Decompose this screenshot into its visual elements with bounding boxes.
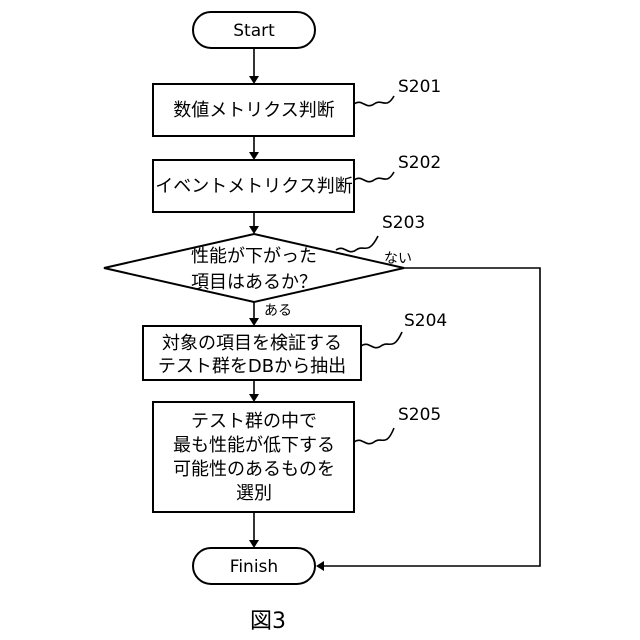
s204-callout: S204 [361, 311, 447, 348]
decision-s203: 性能が下がった 項目はあるか？ [104, 234, 404, 302]
start-terminal: Start [193, 12, 315, 48]
s203-no-label: ない [384, 251, 412, 267]
arrow-s205-to-finish [249, 512, 259, 548]
process-s201: 数値メトリクス判断 [153, 84, 354, 136]
arrow-start-to-s201 [249, 48, 259, 84]
start-label: Start [233, 21, 275, 41]
process-s202: イベントメトリクス判断 [153, 160, 354, 212]
finish-terminal: Finish [193, 548, 315, 584]
s201-text: 数値メトリクス判断 [173, 100, 334, 121]
s202-id: S202 [398, 153, 441, 173]
s203-yes-label: ある [264, 303, 292, 319]
arrow-s201-to-s202 [249, 136, 259, 160]
process-s204: 対象の項目を検証する テスト群をDBから抽出 [143, 326, 361, 380]
s204-id: S204 [404, 311, 447, 331]
s203-line2: 項目はあるか？ [191, 272, 317, 293]
s204-line2: テスト群をDBから抽出 [158, 356, 346, 377]
s205-line1: テスト群の中で [191, 411, 317, 432]
s203-line1: 性能が下がった [191, 246, 317, 267]
s201-id: S201 [398, 77, 441, 97]
s204-line1: 対象の項目を検証する [162, 333, 342, 354]
s203-id: S203 [382, 213, 425, 233]
arrow-s203-yes-to-s204: ある [249, 302, 292, 326]
s201-callout: S201 [354, 77, 441, 106]
s205-callout: S205 [354, 405, 441, 444]
process-s205: テスト群の中で 最も性能が低下する 可能性のあるものを 選別 [153, 402, 354, 512]
arrow-s204-to-s205 [249, 380, 259, 402]
s205-line4: 選別 [236, 483, 272, 504]
figure-caption: 図3 [250, 609, 286, 634]
s202-text: イベントメトリクス判断 [155, 176, 352, 197]
finish-label: Finish [230, 557, 278, 577]
s203-callout: S203 [336, 213, 425, 252]
s205-id: S205 [398, 405, 441, 425]
s205-line2: 最も性能が低下する [173, 435, 335, 456]
s202-callout: S202 [354, 153, 441, 182]
arrow-s202-to-s203 [249, 212, 259, 234]
s205-line3: 可能性のあるものを [173, 459, 335, 480]
